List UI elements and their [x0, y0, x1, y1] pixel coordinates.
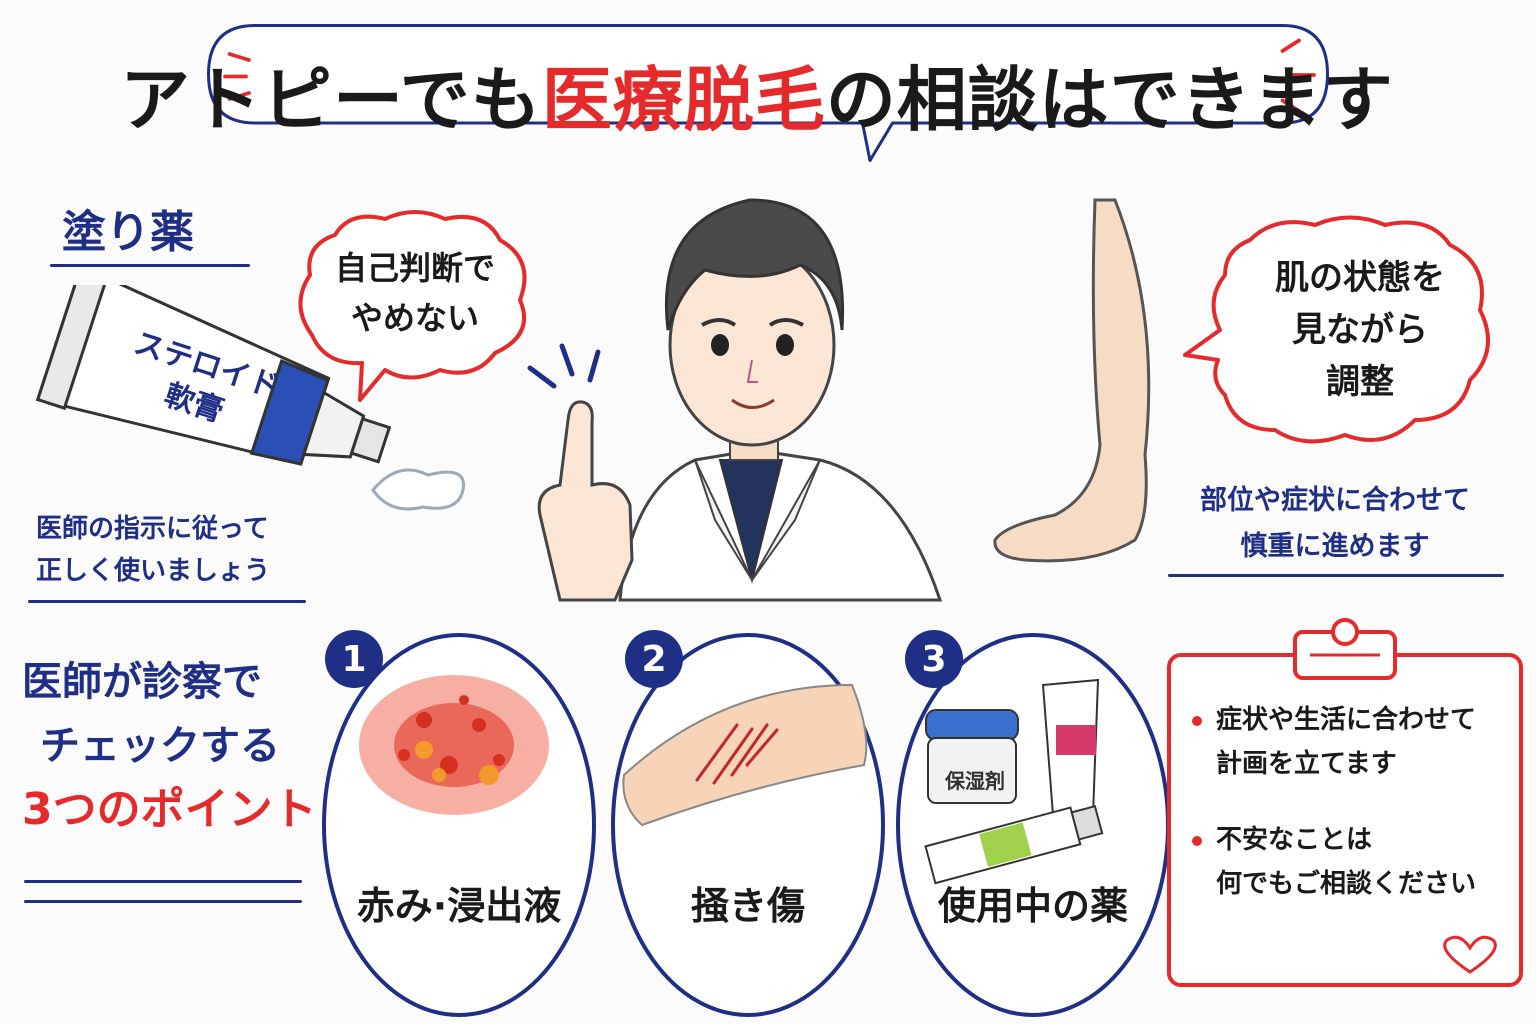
clipboard-panel: [1167, 618, 1523, 987]
checkpoints-heading-line2: チェックする: [40, 723, 280, 769]
emphasis-lines: [527, 343, 601, 389]
checkpoint-label-1: 赤み·浸出液: [356, 884, 562, 928]
skin-bubble-line3: 調整: [1326, 362, 1394, 402]
checkpoint-card-3: [896, 633, 1170, 1017]
ointment-heading: 塗り薬: [62, 207, 194, 258]
ointment-tube-illustration: [35, 285, 466, 511]
title-part2: の相談はできます: [825, 59, 1394, 141]
doctor-bubble-line2: やめない: [350, 299, 479, 337]
doctor-illustration: [527, 198, 943, 602]
clipboard-item2-line2: 何でもご相談ください: [1216, 869, 1477, 899]
leg-caption-underline: [1168, 574, 1504, 577]
title-part1: アトピーでも: [120, 59, 542, 141]
leg-illustration: [993, 198, 1151, 563]
moisturizer-jar-label: 保湿剤: [945, 769, 1005, 793]
checkpoint-number-1: 1: [325, 630, 383, 688]
ointment-heading-underline: [50, 264, 250, 267]
checkpoints-heading-line3: 3つのポイント: [22, 784, 317, 835]
checkpoint-card-2: [611, 633, 885, 1017]
ointment-caption: 医師の指示に従って 正しく使いましょう: [36, 508, 270, 592]
skin-bubble-line2: 見ながら: [1292, 310, 1428, 350]
checkpoint-number-2: 2: [625, 630, 683, 688]
leg-caption-line2: 慎重に進めます: [1240, 531, 1430, 562]
leg-caption: 部位や症状に合わせて 慎重に進めます: [1170, 478, 1500, 570]
doctor-bubble-text: 自己判断で やめない: [315, 243, 515, 343]
bullet-icon: [1192, 715, 1202, 726]
clipboard-item1-line1: 症状や生活に合わせて: [1216, 705, 1477, 735]
heart-icon: [1443, 935, 1497, 974]
checkpoint-label-2: 掻き傷: [690, 884, 805, 928]
title-highlight: 医療脱毛: [541, 59, 826, 141]
title-speech-bubble: [207, 24, 1329, 162]
leg-caption-line1: 部位や症状に合わせて: [1200, 485, 1470, 516]
checkpoint-number-3: 3: [905, 630, 963, 688]
checkpoints-underline-1: [24, 880, 302, 883]
clipboard-item1-line2: 計画を立てます: [1216, 749, 1397, 779]
checkpoint-label-3: 使用中の薬: [937, 884, 1128, 928]
emphasis-marks: [223, 38, 1316, 113]
ointment-caption-line2: 正しく使いましょう: [36, 556, 271, 586]
ointment-caption-underline: [28, 600, 306, 603]
clipboard-item2-line1: 不安なことは: [1216, 825, 1373, 855]
bullet-icon: [1192, 835, 1202, 846]
skin-speech-bubble: [1183, 215, 1490, 444]
page-title: アトピーでも医療脱毛の相談はできます: [120, 44, 1440, 144]
checkpoints-heading: 医師が診察で チェックする 3つのポイント: [22, 650, 317, 842]
clipboard-item-2: 不安なことは 何でもご相談ください: [1192, 818, 1476, 906]
checkpoints-underline-2: [24, 900, 302, 903]
ointment-caption-line1: 医師の指示に従って: [36, 514, 269, 544]
checkpoint-card-1: [322, 633, 596, 1017]
skin-bubble-text: 肌の状態を 見ながら 調整: [1240, 252, 1480, 408]
doctor-speech-bubble: [298, 210, 527, 402]
doctor-bubble-line1: 自己判断で: [334, 249, 495, 287]
checkpoints-heading-line1: 医師が診察で: [22, 659, 262, 705]
clipboard-item-1: 症状や生活に合わせて 計画を立てます: [1192, 698, 1476, 786]
skin-bubble-line1: 肌の状態を: [1275, 258, 1445, 298]
